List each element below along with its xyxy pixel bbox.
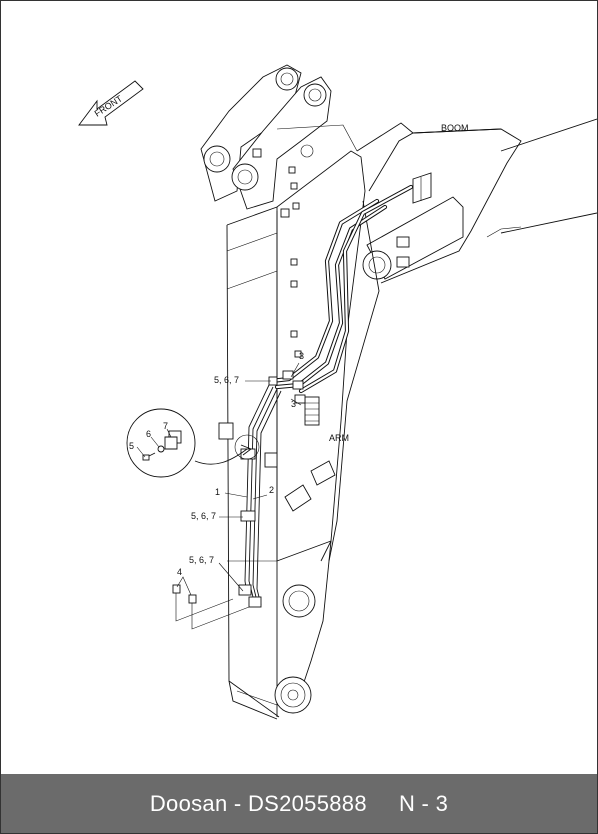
footer-page-ref: N - 3 <box>398 790 449 816</box>
callout-6: 6 <box>146 429 151 439</box>
callout-3-upper: 3 <box>299 351 304 361</box>
callout-2: 2 <box>269 485 274 495</box>
hydraulic-hoses <box>268 184 414 404</box>
footer-bar: Doosan - DS2055888 N - 3 <box>1 774 597 833</box>
arm <box>200 64 380 720</box>
clamp-detail-view <box>126 408 260 478</box>
leader-lines <box>136 362 302 596</box>
callout-4: 4 <box>177 567 182 577</box>
callout-3-lower: 3 <box>291 399 296 409</box>
callout-7: 7 <box>163 421 168 431</box>
callout-1: 1 <box>215 487 220 497</box>
arm-piping-diagram: FRONT BOOM <box>78 64 597 720</box>
boom-label: BOOM <box>441 123 469 133</box>
pipe-lines <box>238 384 282 608</box>
footer-brand: Doosan <box>149 790 228 816</box>
fittings <box>172 584 250 630</box>
boom <box>356 118 597 284</box>
footer-part-number: DS2055888 <box>247 790 367 816</box>
callout-5: 5 <box>129 441 134 451</box>
callout-5-6-7-lower: 5, 6, 7 <box>189 555 214 565</box>
callout-5-6-7-upper: 5, 6, 7 <box>214 375 239 385</box>
footer-separator: - <box>227 790 248 816</box>
front-direction-arrow: FRONT <box>78 80 144 126</box>
arm-label: ARM <box>329 433 349 443</box>
callout-5-6-7-middle: 5, 6, 7 <box>191 511 216 521</box>
footer-gap <box>367 791 399 817</box>
